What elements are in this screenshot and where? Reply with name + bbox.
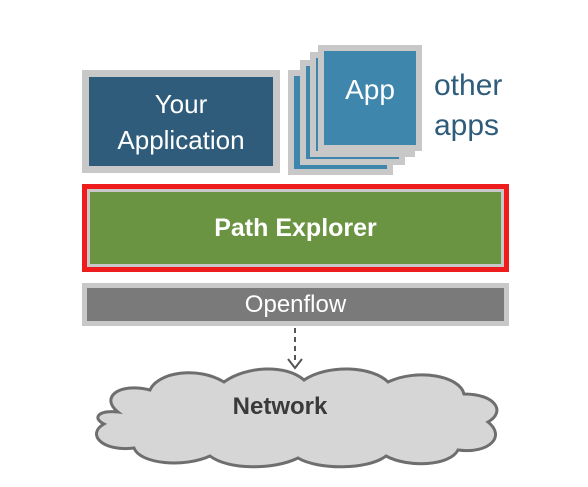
openflow-label: Openflow: [244, 290, 347, 318]
openflow-to-network-arrow: [287, 328, 303, 370]
other-apps-line2: apps: [434, 109, 500, 142]
network-label: Network: [232, 393, 328, 420]
network-cloud-shape: [95, 367, 499, 469]
your-application-line1: Your: [154, 88, 208, 119]
app-label: App: [345, 74, 395, 105]
app-card-front: [318, 45, 422, 151]
other-apps-line1: other: [434, 69, 503, 102]
path-explorer-block: Path Explorer: [82, 184, 509, 272]
network-cloud: [95, 367, 499, 469]
your-application-line2: Application: [117, 124, 245, 155]
your-application-block: Your Application: [82, 70, 280, 173]
openflow-block: Openflow: [82, 283, 509, 326]
other-apps-label: other apps: [434, 66, 502, 146]
path-explorer-label: Path Explorer: [214, 213, 377, 242]
